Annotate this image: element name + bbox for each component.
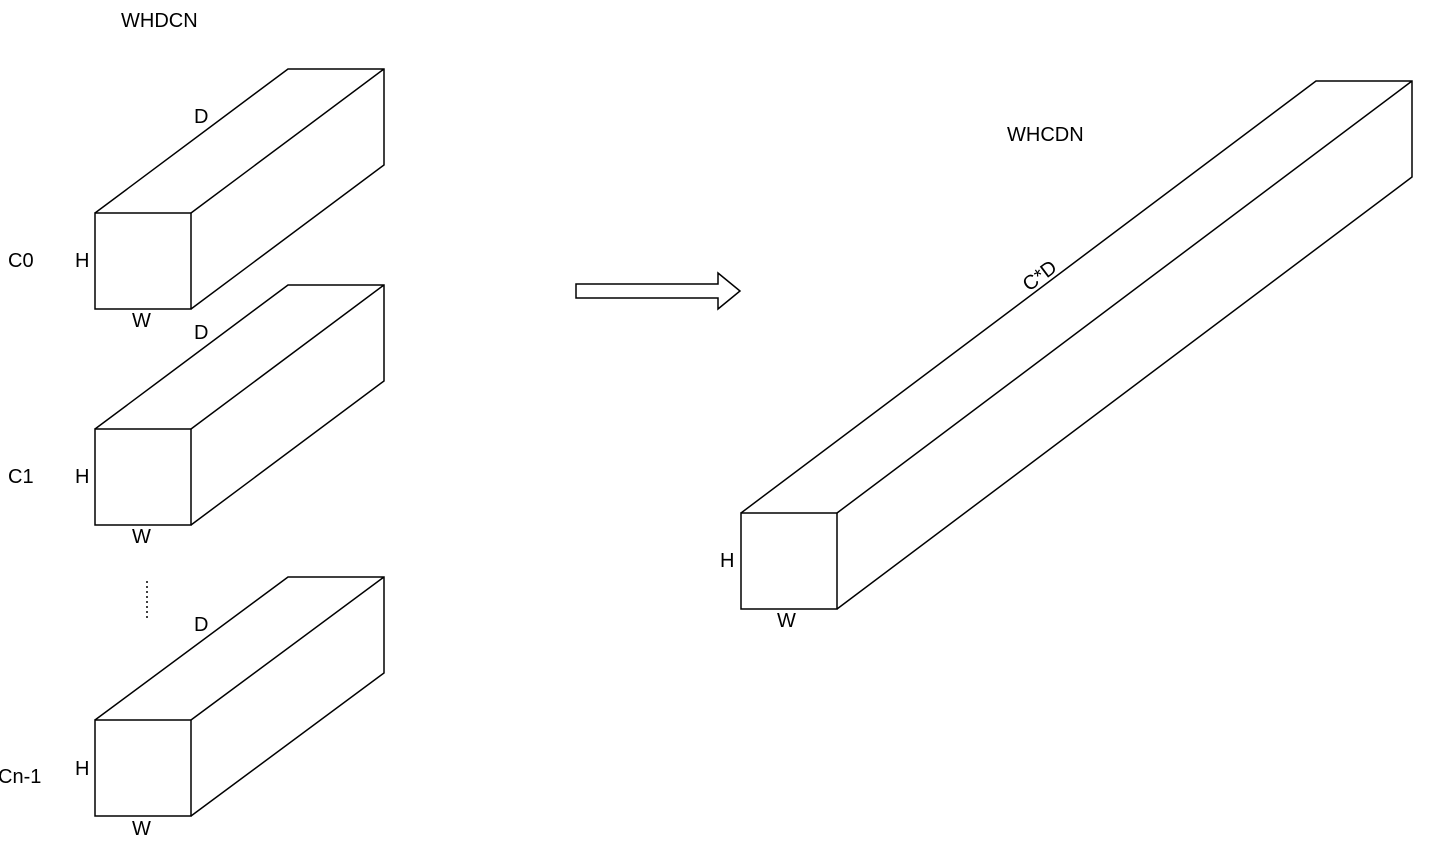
front-face	[740, 512, 838, 610]
depth-faces	[94, 68, 385, 310]
depth-faces	[94, 576, 385, 817]
depth-label: C*D	[1019, 256, 1062, 296]
front-face	[94, 428, 192, 526]
left-title: WHDCN	[121, 10, 198, 32]
width-label: W	[132, 310, 151, 332]
channel-block-c0: C0 H W D	[8, 68, 385, 332]
depth-label: D	[194, 106, 208, 128]
width-label: W	[132, 818, 151, 840]
channel-label-cn-1: Cn-1	[0, 766, 41, 788]
height-label: H	[720, 550, 734, 572]
depth-faces	[740, 80, 1413, 610]
height-label: H	[75, 758, 89, 780]
depth-label: D	[194, 322, 208, 344]
height-label: H	[75, 466, 89, 488]
merged-block: H W C*D	[720, 80, 1413, 632]
front-face	[94, 212, 192, 310]
transform-arrow-icon	[575, 271, 742, 311]
channel-block-c1: C1 H W D	[8, 284, 385, 548]
height-label: H	[75, 250, 89, 272]
width-label: W	[132, 526, 151, 548]
depth-label: D	[194, 614, 208, 636]
front-face	[94, 719, 192, 817]
depth-faces	[94, 284, 385, 526]
channel-label-c1: C1	[8, 466, 34, 488]
width-label: W	[777, 610, 796, 632]
channel-label-c0: C0	[8, 250, 34, 272]
right-title: WHCDN	[1007, 124, 1084, 146]
channel-block-cn-1: Cn-1 H W D	[0, 576, 385, 840]
